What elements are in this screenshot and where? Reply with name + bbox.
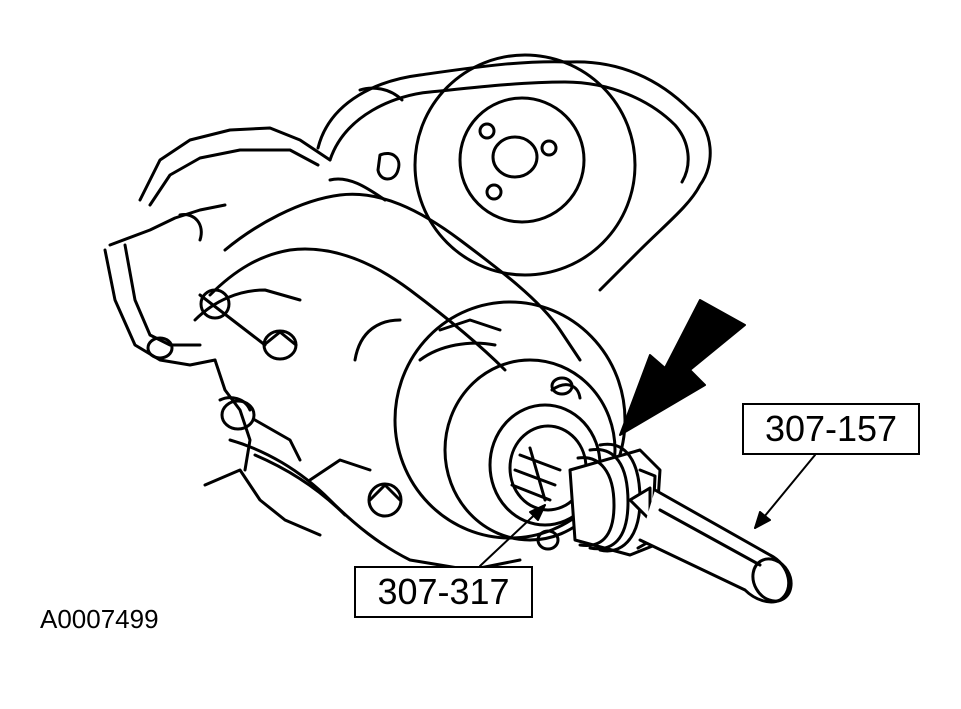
- callout-307-317: 307-317: [354, 566, 533, 618]
- engine-block: [103, 126, 332, 537]
- callout-307-157: 307-157: [742, 403, 920, 455]
- arrow-icon: [619, 299, 746, 436]
- transmission-case: [193, 192, 582, 572]
- leader-lines: [479, 454, 816, 567]
- driver-handle: [638, 488, 793, 604]
- flywheel-housing: [316, 53, 712, 292]
- figure-id: A0007499: [40, 604, 159, 634]
- output-shaft: [510, 446, 562, 502]
